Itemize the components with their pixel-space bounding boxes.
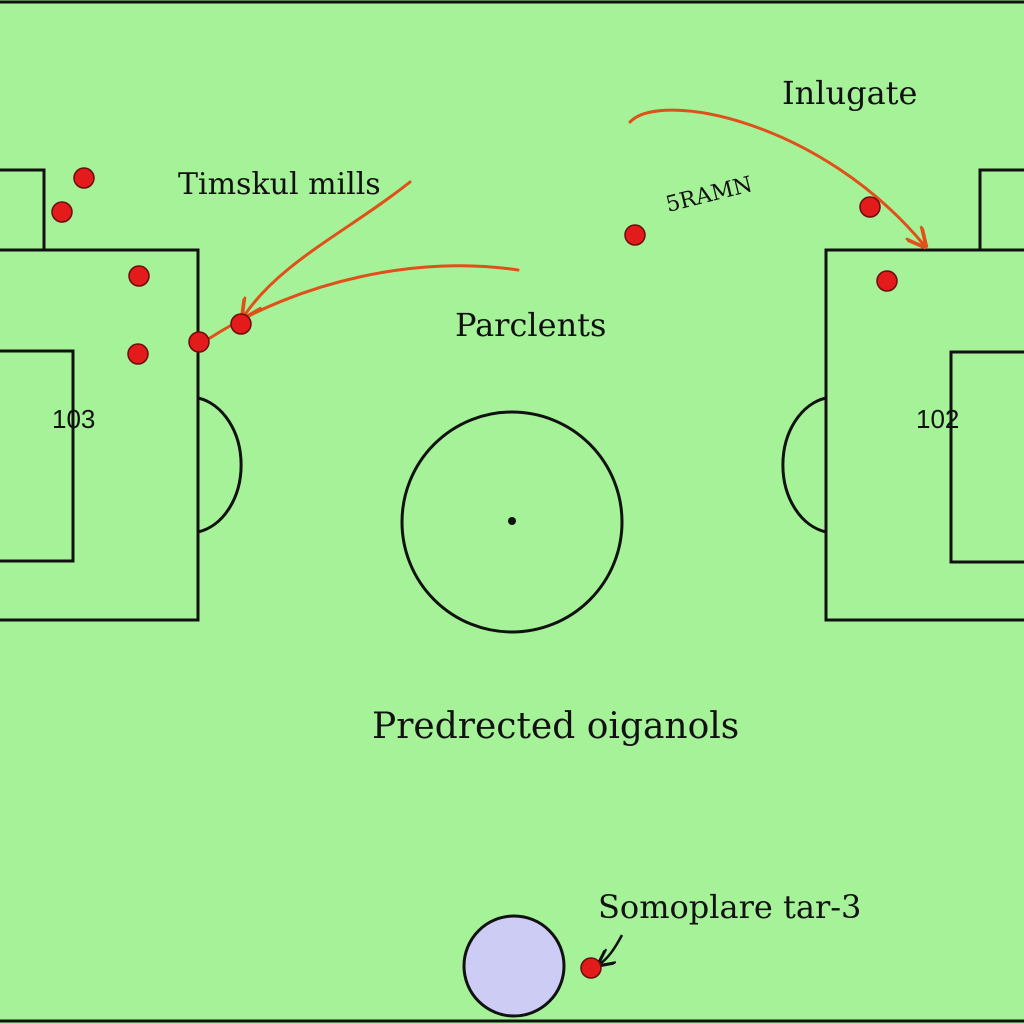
- label-middle: Parclents: [455, 306, 606, 344]
- player-marker: [73, 167, 95, 189]
- player-marker: [230, 313, 252, 335]
- left-six-yard-box: [0, 349, 75, 563]
- arrow-to-right-goal: [628, 108, 924, 245]
- left-penalty-arc: [197, 396, 243, 534]
- player-marker: [127, 343, 149, 365]
- label-bottom-center: Predrected oiganols: [372, 706, 739, 747]
- label-top-left: Timskul mills: [178, 167, 381, 202]
- player-marker: [876, 270, 898, 292]
- left-box-number: 103: [52, 404, 95, 434]
- left-goal-box: [0, 168, 46, 250]
- right-penalty-arc: [781, 396, 827, 534]
- ball-pointer-arrow: [600, 934, 624, 964]
- player-marker: [580, 957, 602, 979]
- left-penalty-box: [0, 248, 200, 622]
- player-marker: [859, 196, 881, 218]
- player-marker: [188, 331, 210, 353]
- left-goal-area: [0, 168, 243, 622]
- player-marker: [624, 224, 646, 246]
- center-spot: [508, 517, 516, 525]
- arrow-to-left-box-1: [244, 180, 412, 316]
- player-marker: [128, 265, 150, 287]
- center-circle: [400, 410, 624, 634]
- player-marker: [51, 201, 73, 223]
- right-goal-box: [978, 168, 1024, 250]
- right-six-yard-box: [949, 350, 1024, 564]
- player-markers: [51, 167, 898, 979]
- label-top-right: Inlugate: [782, 74, 917, 112]
- right-box-number: 102: [916, 404, 959, 434]
- label-bottom-right: Somoplare tar-3: [598, 888, 861, 926]
- ball-icon: [462, 914, 566, 1018]
